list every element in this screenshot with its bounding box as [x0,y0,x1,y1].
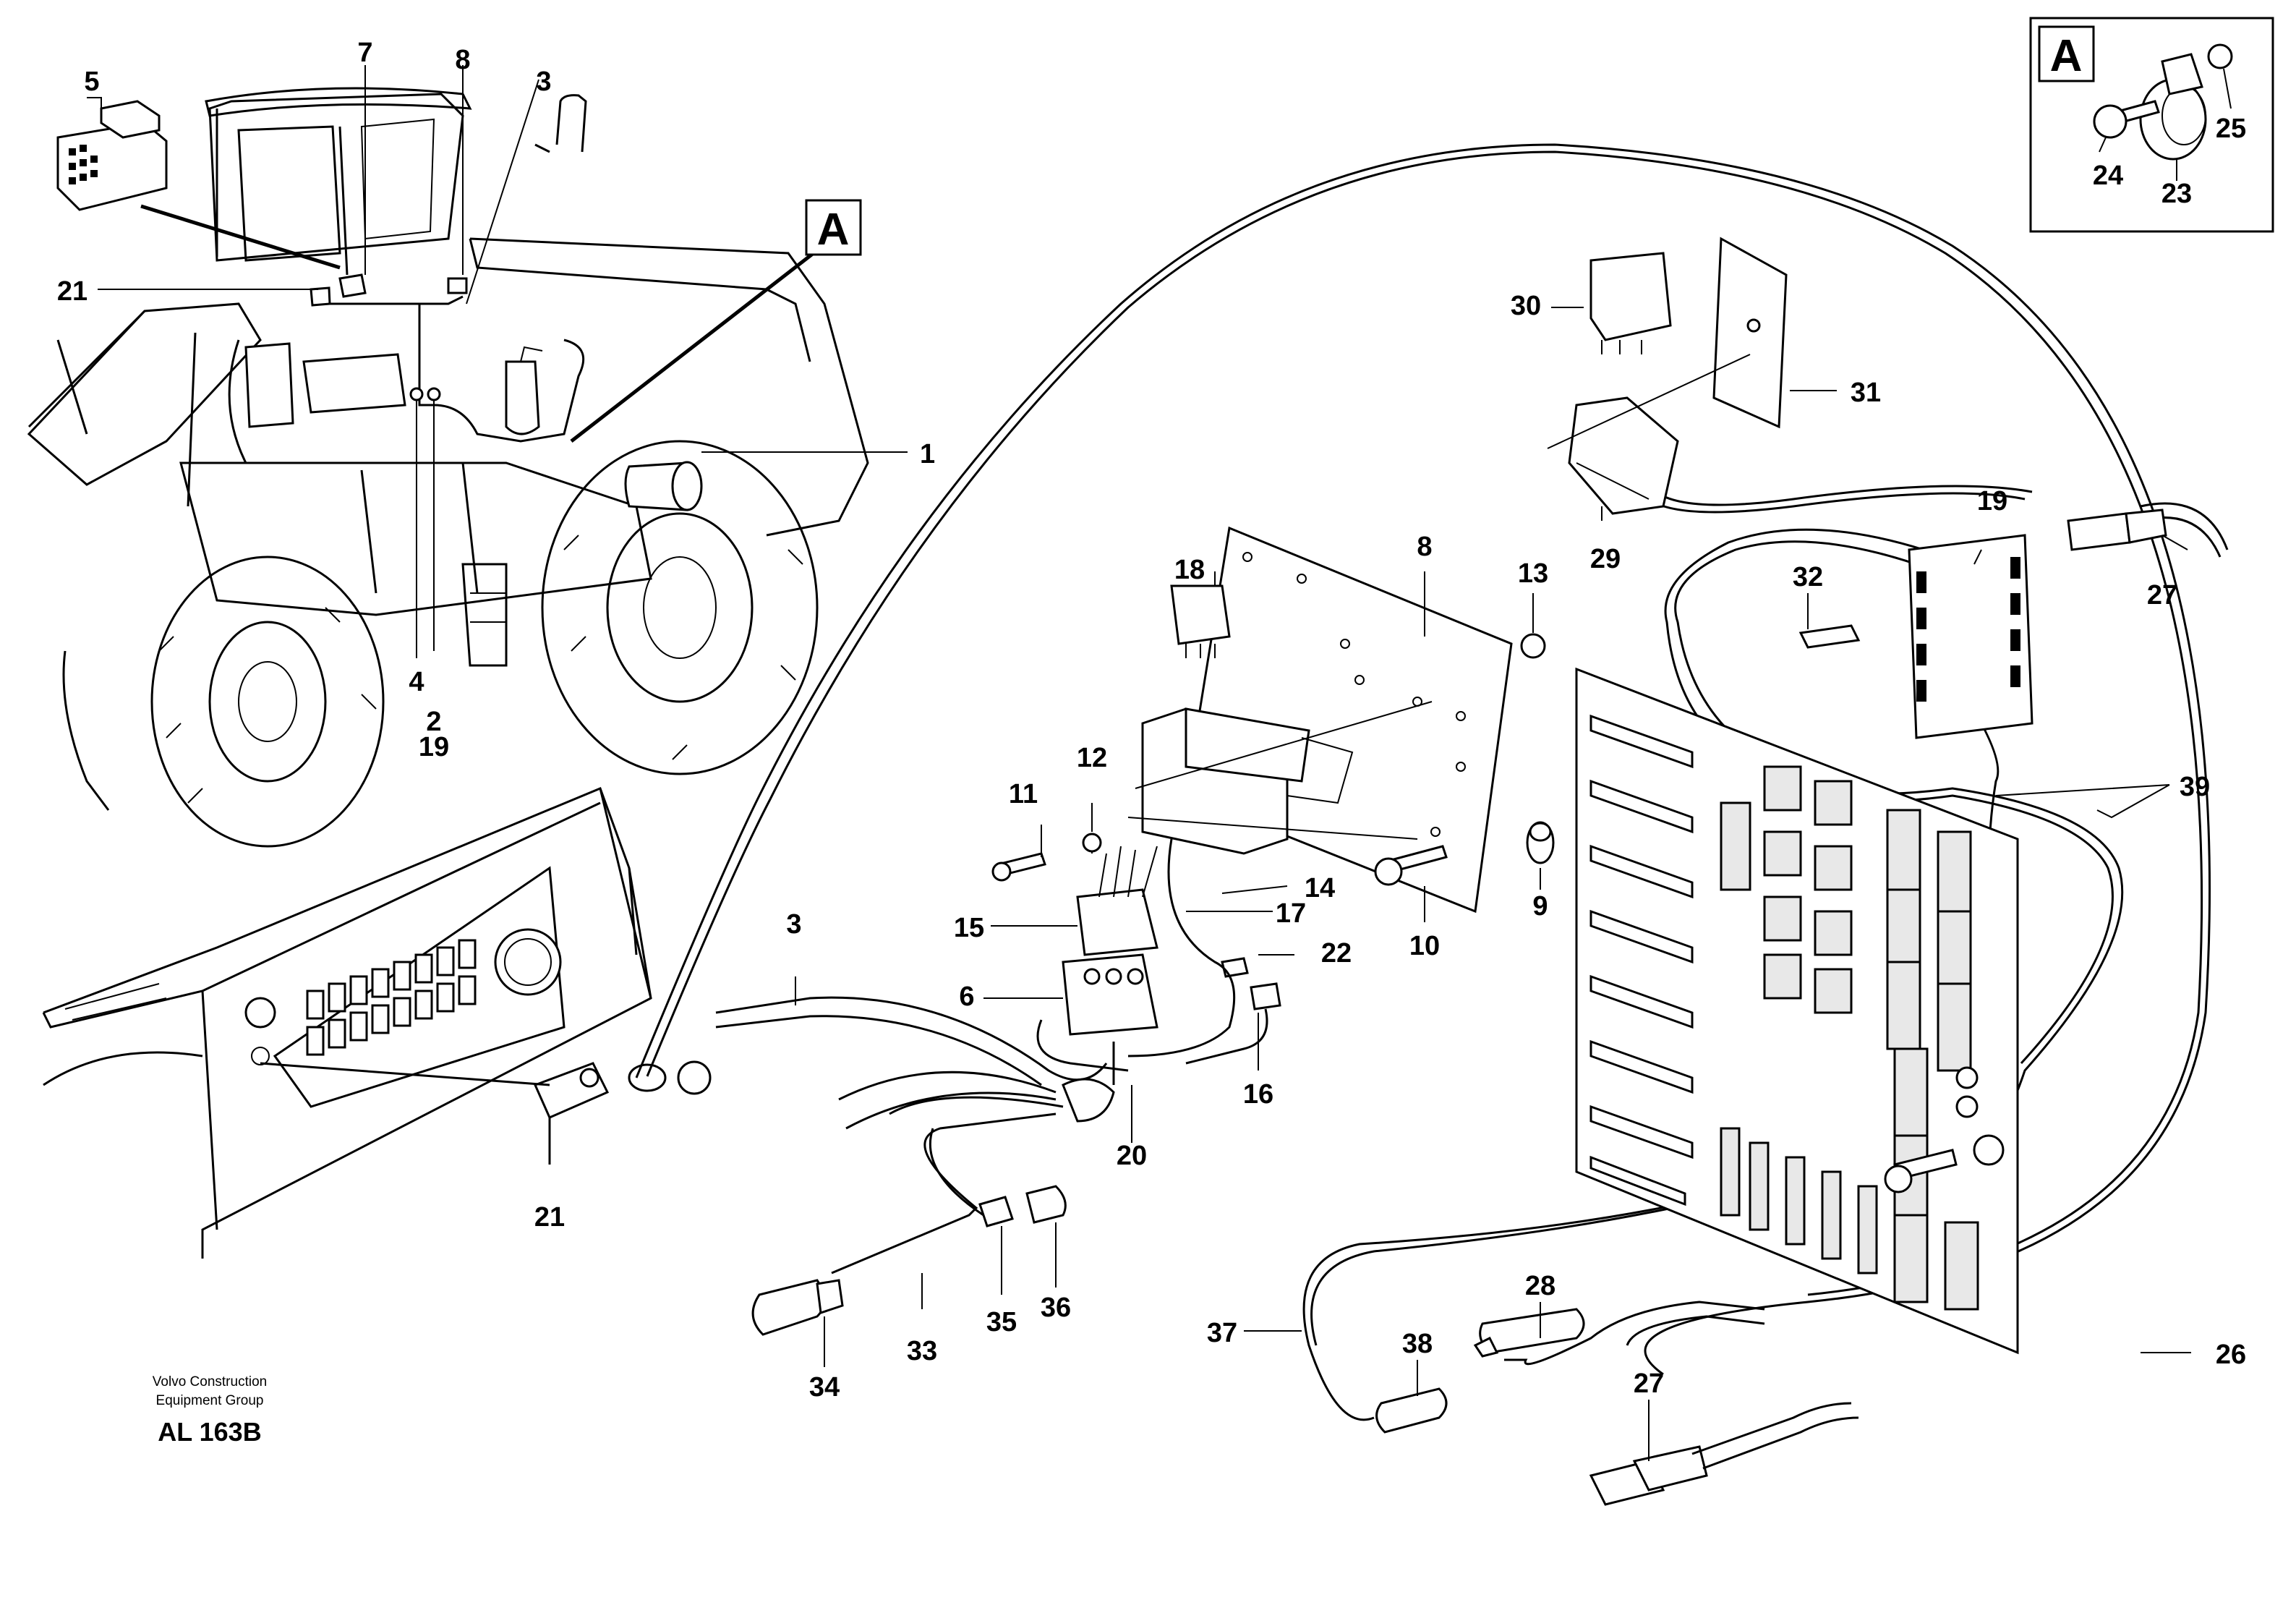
callout-11: 11 [1009,779,1038,809]
callout-22: 22 [1321,938,1352,969]
callout-37: 37 [1207,1318,1237,1348]
callout-1: 1 [920,439,935,469]
callout-21-loader: 21 [57,276,88,307]
callout-16: 16 [1243,1079,1273,1110]
callout-29: 29 [1590,544,1621,574]
instrument-panel-illustration [42,787,712,1259]
callout-27-bottom: 27 [1634,1369,1664,1399]
callout-18: 18 [1174,555,1205,585]
callout-10: 10 [1409,931,1440,961]
drawing-footer: Volvo Construction Equipment Group AL 16… [153,1374,267,1447]
callout-4: 4 [409,667,424,697]
callout-24: 24 [2093,161,2123,191]
relay-mounting-plate [991,526,1555,1085]
connector-block-19 [1798,508,2167,739]
sensor-connectors-27-28-38 [1375,1308,1859,1506]
detail-a-inset-marker: A [2050,31,2083,81]
callout-19-block: 19 [1977,486,2007,516]
callout-labels: 1 2 3 3 4 5 6 7 8 8 9 10 11 12 13 14 15 … [57,38,2246,1403]
callout-3-loader: 3 [536,67,551,97]
callout-19-loader: 19 [419,732,449,762]
callout-35: 35 [986,1307,1017,1337]
detail-a-inset: A [2029,17,2274,233]
callout-9: 9 [1532,891,1548,922]
callout-38: 38 [1402,1329,1433,1359]
publisher-line-2: Equipment Group [156,1393,264,1408]
callout-3-harness: 3 [786,909,801,940]
callout-31: 31 [1851,378,1881,408]
callout-21-switch: 21 [534,1202,565,1233]
callout-leader-lines [795,68,2232,1461]
detail-a-leader [570,252,815,443]
callout-20: 20 [1117,1141,1147,1171]
callout-7: 7 [357,38,372,68]
callout-5: 5 [84,67,99,97]
callout-36: 36 [1041,1293,1071,1323]
callout-34: 34 [809,1372,840,1403]
callout-28: 28 [1525,1271,1555,1301]
publisher-line-1: Volvo Construction [153,1374,267,1389]
callout-13: 13 [1518,558,1548,589]
callout-17: 17 [1276,898,1306,929]
detail-a-marker: A [817,205,850,255]
callout-2: 2 [426,707,441,737]
relay-socket-29-31 [1547,237,1788,515]
callout-8-plate: 8 [1417,532,1432,562]
callout-8-loader: 8 [455,45,470,75]
callout-14: 14 [1305,873,1335,903]
loader-leader-lines [87,65,908,658]
callout-27-top: 27 [2147,580,2177,610]
callout-30: 30 [1511,291,1541,321]
callout-25: 25 [2216,114,2246,144]
callout-39: 39 [2180,772,2210,802]
wheel-loader-illustration [27,87,869,848]
electronic-board [1575,667,2019,1355]
callout-15: 15 [954,913,984,943]
detail-a-marker-box [805,199,862,256]
callout-26: 26 [2216,1340,2246,1370]
callout-32: 32 [1793,562,1823,592]
callout-12: 12 [1077,743,1107,773]
callout-33: 33 [907,1336,937,1366]
sensor-connectors-33-36 [751,1185,1067,1336]
callout-6: 6 [959,982,974,1012]
callout-23: 23 [2161,179,2192,209]
drawing-code: AL 163B [158,1417,261,1447]
